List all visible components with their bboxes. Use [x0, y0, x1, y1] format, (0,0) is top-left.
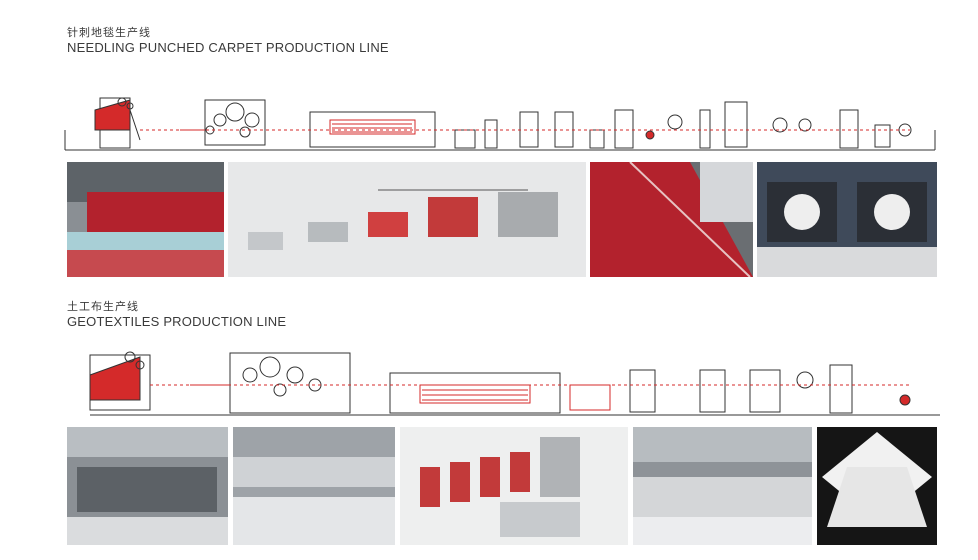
geotextile-photo-2	[233, 427, 395, 545]
section-title-cn: 土工布生产线	[67, 300, 139, 313]
geotextile-photo-1	[67, 427, 228, 545]
carpet-photo-1	[67, 162, 224, 277]
carpet-line-diagram	[64, 97, 936, 151]
section-title-en: GEOTEXTILES PRODUCTION LINE	[67, 314, 287, 329]
section-geotextiles: 土工布生产线 GEOTEXTILES PRODUCTION LINE	[0, 285, 978, 560]
geotextile-photo-4	[633, 427, 812, 545]
section-carpet: 针刺地毯生产线 NEEDLING PUNCHED CARPET PRODUCTI…	[64, 26, 937, 277]
geotextile-photo-3	[400, 427, 628, 545]
section-title-cn: 针刺地毯生产线	[67, 26, 151, 39]
section-title-en: NEEDLING PUNCHED CARPET PRODUCTION LINE	[67, 40, 389, 55]
geotextile-line-diagram	[89, 351, 940, 416]
carpet-photo-4	[757, 162, 937, 277]
carpet-photo-2	[228, 162, 586, 277]
carpet-photo-3	[590, 162, 753, 277]
geotextile-photo-5	[817, 427, 937, 545]
